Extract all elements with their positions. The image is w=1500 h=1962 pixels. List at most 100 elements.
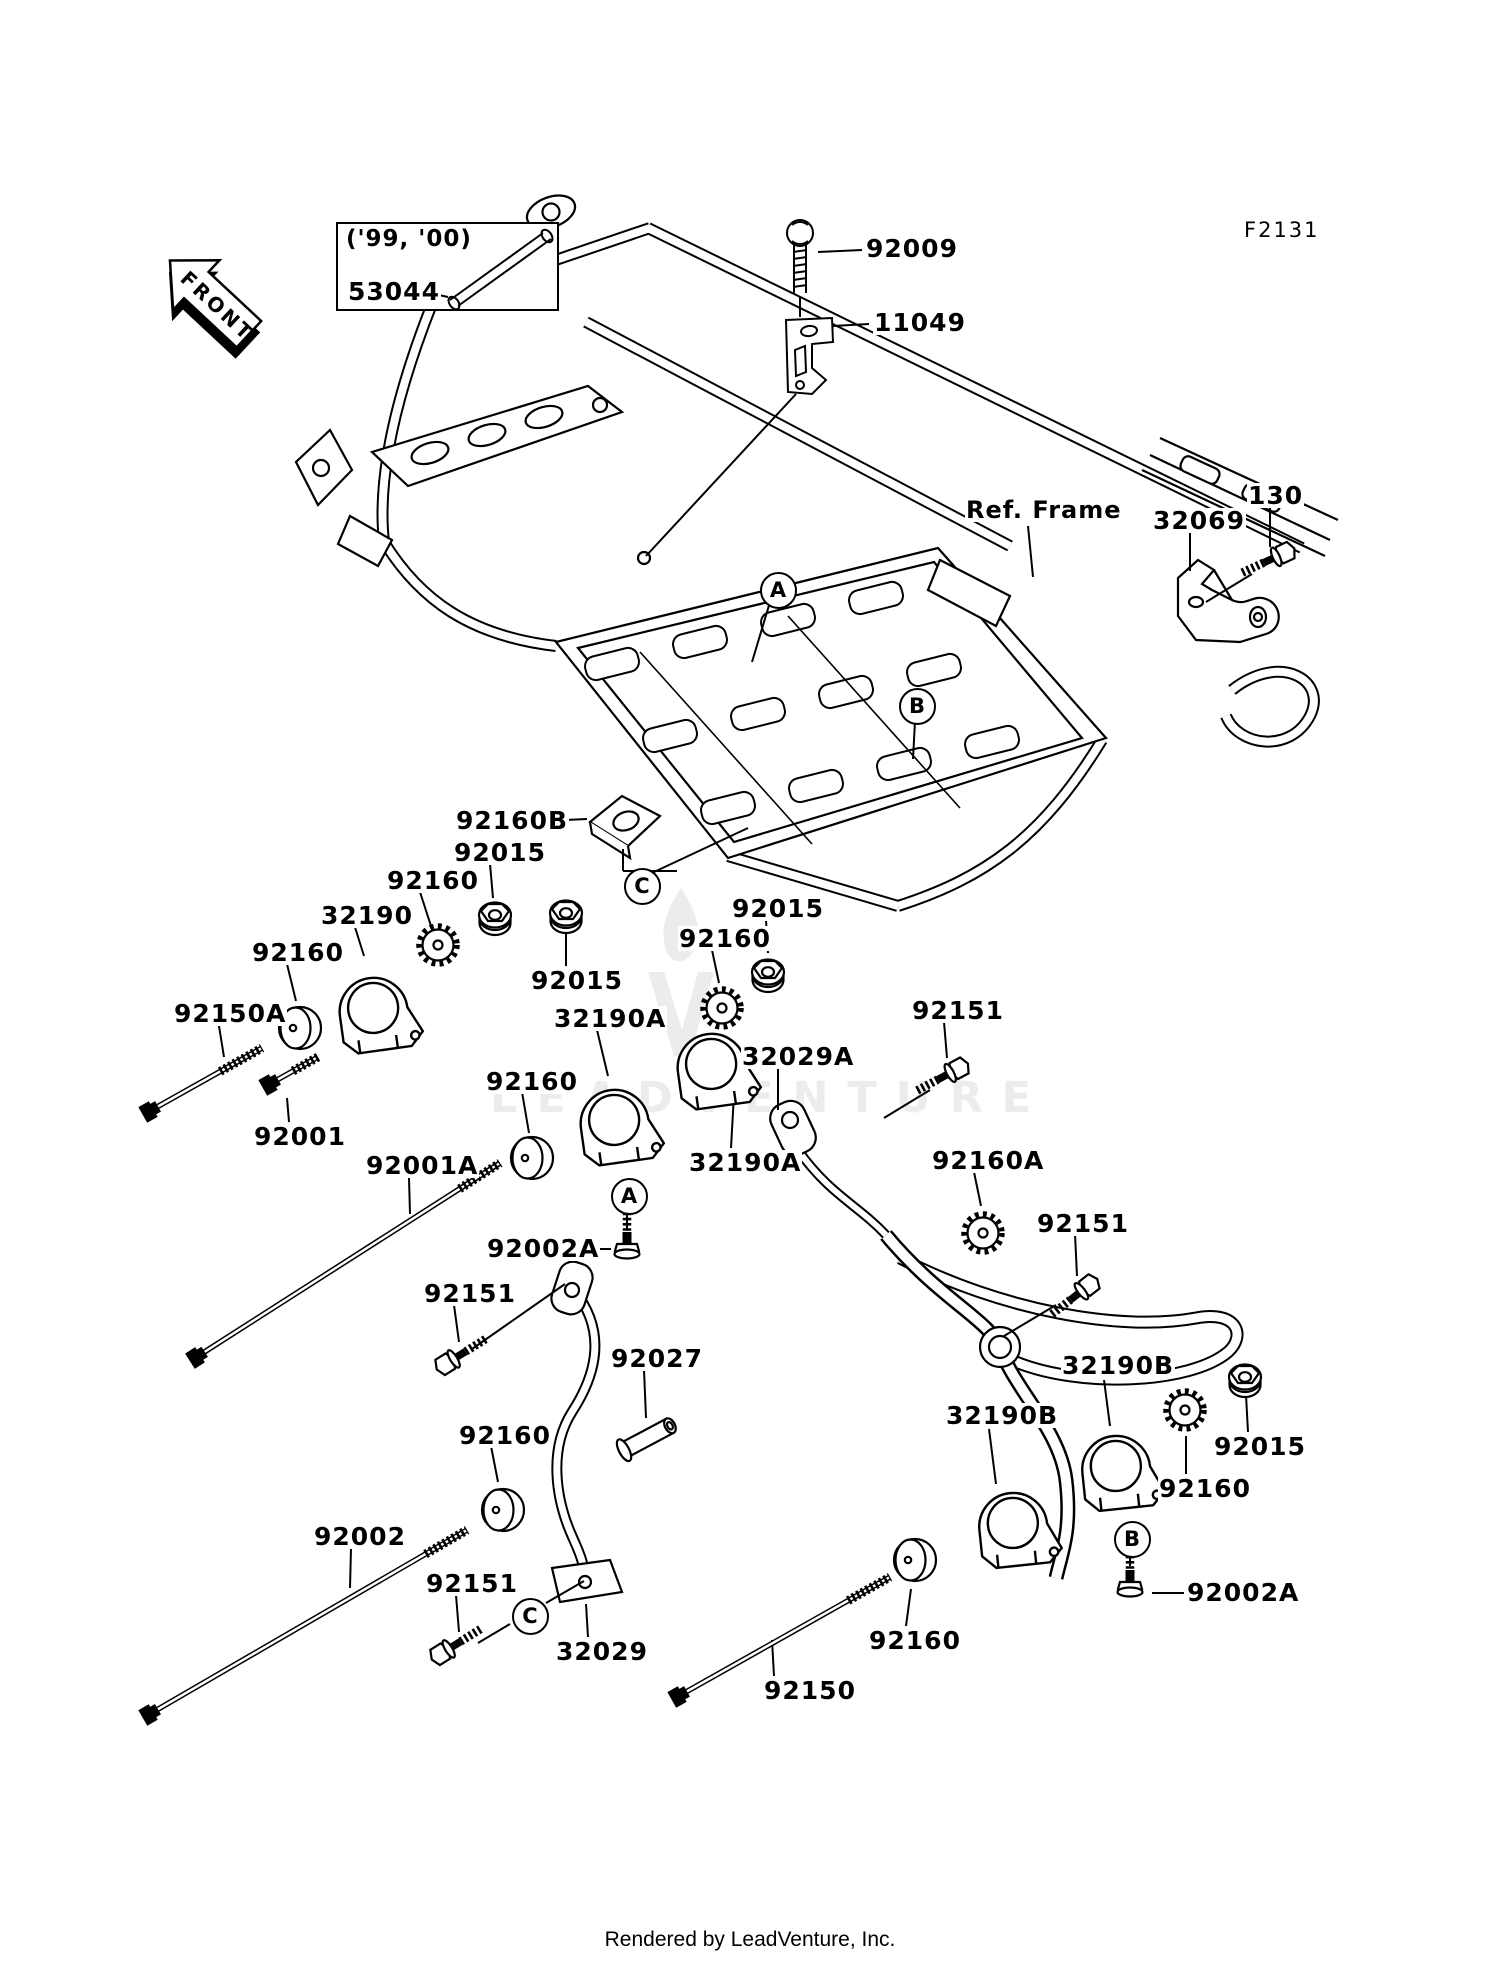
leader-line: [477, 1623, 511, 1644]
leader-line: [905, 1588, 912, 1627]
part-label-part-92001: 92001: [253, 1122, 347, 1151]
view-marker-B: B: [898, 687, 936, 725]
part-label-drawing-code: F2131: [1243, 218, 1321, 242]
screw-92009-icon: [786, 219, 814, 293]
part-label-part-32190A-1: 32190A: [553, 1004, 668, 1033]
part-label-part-92160-1: 92160: [386, 866, 480, 895]
leader-line: [912, 720, 916, 760]
leader-line: [521, 1091, 530, 1134]
leader-line: [419, 891, 432, 927]
leader-line: [943, 1021, 948, 1059]
bolt-rods: [138, 1044, 893, 1726]
bolt-rod-icon: [667, 1573, 893, 1708]
part-label-part-11049: 11049: [873, 308, 967, 337]
front-arrow: FRONT: [168, 258, 263, 359]
knob-icon: [480, 1487, 526, 1533]
part-label-part-32190B-1: 32190B: [1061, 1351, 1176, 1380]
boltA-icon: [1238, 539, 1299, 582]
part-label-part-130: 130: [1247, 481, 1305, 510]
part-label-part-92160-3: 92160: [678, 924, 772, 953]
part-label-part-92160-5: 92160: [1158, 1474, 1252, 1503]
watermark-v-icon: [648, 972, 714, 1056]
bolt-rod-icon: [138, 1044, 265, 1123]
leader-line: [643, 1369, 647, 1419]
leader-line: [1205, 573, 1253, 603]
pad-92160B-icon: [588, 794, 662, 861]
leader-line: [1074, 1233, 1078, 1277]
boltA-icon: [426, 1620, 486, 1668]
bracket-32069-icon: [1176, 558, 1280, 644]
gear-icon: [420, 927, 457, 964]
part-label-part-92160-6: 92160: [868, 1626, 962, 1655]
view-marker-C: C: [623, 867, 661, 905]
footer-credit: Rendered by LeadVenture, Inc.: [604, 1928, 896, 1951]
leader-line: [471, 1283, 566, 1350]
nut-icon: [1227, 1363, 1263, 1399]
part-label-part-32190A-2: 32190A: [688, 1148, 803, 1177]
leader-line: [1245, 1394, 1249, 1433]
leader-line: [883, 1089, 931, 1119]
part-label-part-92015-2: 92015: [530, 966, 624, 995]
part-label-part-92160-7: 92160: [458, 1421, 552, 1450]
gear-icon: [1167, 1392, 1204, 1429]
boltA-icon: [431, 1330, 491, 1378]
leader-line: [711, 949, 720, 984]
part-label-part-92160-2: 92160: [251, 938, 345, 967]
leader-line: [218, 1025, 225, 1058]
leader-line: [286, 1097, 290, 1123]
tube-53044-icon: [447, 228, 554, 311]
part-label-ref-frame: Ref. Frame: [965, 496, 1123, 524]
view-marker-A: A: [610, 1177, 648, 1215]
hanger-32029A-icon: [769, 1099, 1244, 1580]
clamp-icon: [974, 1487, 1065, 1571]
part-label-part-92160B: 92160B: [455, 806, 570, 835]
spacer-icon: [612, 1411, 682, 1465]
leader-line: [349, 1547, 352, 1589]
knob-icon: [509, 1135, 555, 1181]
view-marker-B: B: [1113, 1520, 1151, 1558]
part-label-part-92002A-2: 92002A: [1186, 1578, 1301, 1607]
leader-line: [832, 323, 870, 327]
part-label-part-92151-1: 92151: [911, 996, 1005, 1025]
leader-line: [1003, 1304, 1057, 1337]
gear-icon: [704, 990, 741, 1027]
leader-line: [1103, 1379, 1111, 1427]
leader-line: [545, 1580, 585, 1604]
nut-icon: [750, 958, 786, 994]
part-label-part-92151-3: 92151: [1036, 1209, 1130, 1238]
part-label-part-92015-3: 92015: [731, 894, 825, 923]
leader-line: [988, 1428, 997, 1485]
part-label-part-32190B-2: 32190B: [945, 1401, 1060, 1430]
bolt-rod-icon: [185, 1159, 503, 1369]
leader-line: [1027, 525, 1034, 578]
leader-line: [653, 827, 749, 873]
leader-line: [489, 863, 494, 899]
leader-line: [596, 1029, 609, 1077]
knob-icon: [892, 1537, 938, 1583]
part-label-part-92002: 92002: [313, 1522, 407, 1551]
view-marker-A: A: [759, 571, 797, 609]
leader-line: [353, 923, 365, 957]
clamp-icon: [1077, 1430, 1168, 1514]
part-label-part-92150A: 92150A: [173, 999, 288, 1028]
view-marker-C: C: [511, 1597, 549, 1635]
part-label-part-92015-1: 92015: [453, 838, 547, 867]
bracket-11049-icon: [784, 316, 835, 396]
nut-icon: [477, 901, 513, 937]
leader-line: [751, 601, 771, 663]
part-label-part-92027: 92027: [610, 1344, 704, 1373]
hanger-32029-icon: [550, 1260, 624, 1604]
clamp-icon: [334, 970, 426, 1057]
leader-line: [285, 959, 297, 1002]
part-label-part-92160-4: 92160: [485, 1067, 579, 1096]
part-label-part-32069: 32069: [1152, 506, 1246, 535]
part-label-part-92009: 92009: [865, 234, 959, 263]
part-label-part-92151-4: 92151: [425, 1569, 519, 1598]
part-label-part-32029A: 32029A: [741, 1042, 856, 1071]
leader-line: [645, 393, 797, 557]
leader-line: [408, 1177, 411, 1215]
nut-icon: [548, 899, 584, 935]
leader-line: [973, 1171, 982, 1207]
